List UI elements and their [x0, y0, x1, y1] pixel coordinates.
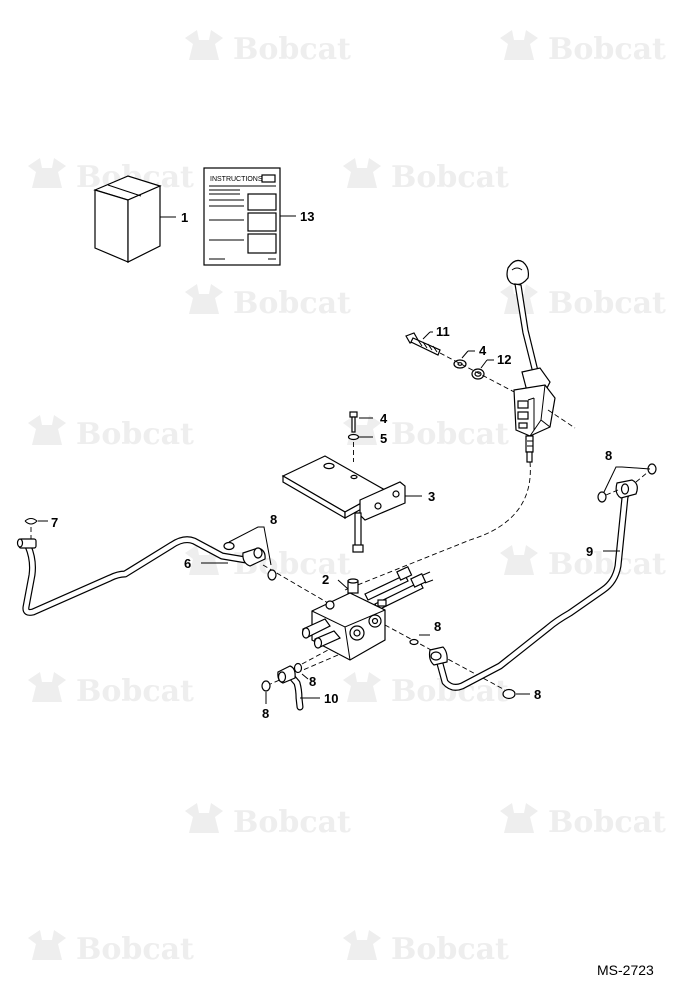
- watermark-text: Bobcat: [391, 674, 509, 709]
- instructions-title: INSTRUCTIONS: [210, 176, 263, 183]
- callout-bracket-bolt: 4: [380, 411, 388, 426]
- watermark-tile: Bobcat: [185, 30, 351, 67]
- drawing-code: MS-2723: [597, 962, 654, 978]
- right-hose-part: [428, 479, 638, 691]
- lower-oring: [293, 649, 329, 680]
- watermark-text: Bobcat: [391, 160, 509, 195]
- bobcat-logo-icon: [28, 672, 66, 702]
- bobcat-logo-icon: [28, 415, 66, 445]
- watermark-tile: Bobcat: [28, 672, 194, 709]
- watermark-text: Bobcat: [76, 417, 194, 452]
- instructions-manual-part: INSTRUCTIONS: [203, 167, 296, 266]
- callout-elbow-oring: 8: [262, 706, 269, 721]
- bobcat-logo-icon: [28, 158, 66, 188]
- watermark-text: Bobcat: [391, 932, 509, 967]
- watermark-layer: Bobcat Bobcat Bobcat Bobcat Bobcat Bobca…: [28, 30, 666, 967]
- watermark-tile: Bobcat: [28, 415, 194, 452]
- callout-left-oring-pair: 8: [270, 512, 277, 527]
- watermark-tile: Bobcat: [343, 930, 509, 967]
- callout-left-hose: 6: [184, 556, 191, 571]
- callout-handle-bolt: 11: [436, 324, 450, 339]
- watermark-text: Bobcat: [548, 805, 666, 840]
- bobcat-logo-icon: [343, 930, 381, 960]
- left-clip-part: [24, 518, 48, 541]
- mount-bracket-part: [281, 455, 422, 553]
- bobcat-logo-icon: [343, 672, 381, 702]
- watermark-tile: Bobcat: [185, 803, 351, 840]
- right-oring-pair: [597, 463, 657, 503]
- control-valve-part: [301, 566, 434, 661]
- bobcat-logo-icon: [185, 284, 223, 314]
- left-oring-pair: [223, 526, 277, 581]
- watermark-text: Bobcat: [391, 417, 509, 452]
- watermark-text: Bobcat: [548, 286, 666, 321]
- bobcat-logo-icon: [343, 415, 381, 445]
- bobcat-logo-icon: [28, 930, 66, 960]
- bobcat-logo-icon: [500, 803, 538, 833]
- watermark-tile: Bobcat: [185, 284, 351, 321]
- watermark-tile: Bobcat: [343, 672, 509, 709]
- control-handle-part: [344, 259, 576, 591]
- callout-lower-oring: 8: [309, 674, 316, 689]
- bobcat-logo-icon: [500, 545, 538, 575]
- watermark-text: Bobcat: [76, 674, 194, 709]
- elbow-fitting-part: [277, 665, 320, 711]
- watermark-tile: Bobcat: [500, 30, 666, 67]
- callout-handle-lockwasher: 12: [497, 352, 511, 367]
- callout-kit-box: 1: [181, 210, 188, 225]
- callout-handle-washer: 4: [479, 343, 487, 358]
- watermark-text: Bobcat: [76, 932, 194, 967]
- bobcat-logo-icon: [185, 30, 223, 60]
- callout-hose-end-oring: 8: [534, 687, 541, 702]
- callout-right-oring-pair: 8: [605, 448, 612, 463]
- valve-oring-right: [409, 634, 430, 646]
- bobcat-logo-icon: [343, 158, 381, 188]
- bobcat-logo-icon: [500, 30, 538, 60]
- callout-mount-bracket: 3: [428, 489, 435, 504]
- watermark-text: Bobcat: [233, 805, 351, 840]
- callout-elbow-fitting: 10: [324, 691, 338, 706]
- watermark-text: Bobcat: [233, 32, 351, 67]
- callout-control-valve: 2: [322, 572, 329, 587]
- bobcat-logo-icon: [185, 803, 223, 833]
- callout-instructions-manual: 13: [300, 209, 314, 224]
- bracket-fasteners: [347, 411, 373, 462]
- callout-right-hose: 9: [586, 544, 593, 559]
- handle-fasteners: [405, 331, 521, 396]
- watermark-tile: Bobcat: [343, 158, 509, 195]
- watermark-text: Bobcat: [548, 547, 666, 582]
- watermark-tile: Bobcat: [343, 415, 509, 452]
- callout-valve-oring-right: 8: [434, 619, 441, 634]
- callout-left-clip: 7: [51, 515, 58, 530]
- kit-box-part: [93, 175, 176, 263]
- watermark-text: Bobcat: [233, 286, 351, 321]
- watermark-text: Bobcat: [548, 32, 666, 67]
- hose-end-oring: [502, 688, 530, 700]
- watermark-tile: Bobcat: [500, 284, 666, 321]
- elbow-oring: [261, 680, 271, 704]
- watermark-tile: Bobcat: [500, 545, 666, 582]
- watermark-tile: Bobcat: [500, 803, 666, 840]
- callout-bracket-washer: 5: [380, 431, 387, 446]
- watermark-tile: Bobcat: [28, 930, 194, 967]
